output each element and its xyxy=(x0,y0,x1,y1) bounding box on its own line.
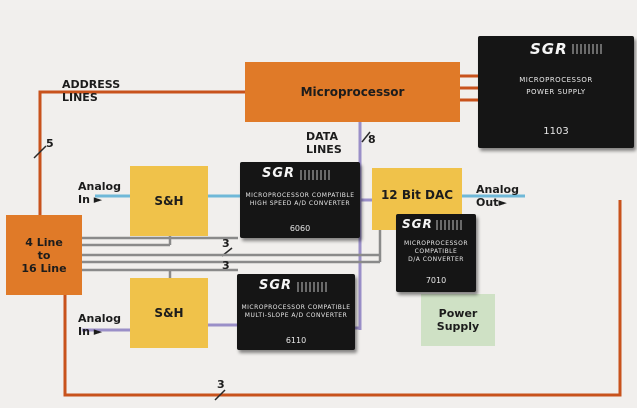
module-description: MICROPROCESSOR COMPATIBLE HIGH SPEED A/D… xyxy=(245,192,355,207)
bus-count-3-bottom: 3 xyxy=(217,378,225,391)
sgr-logo: SGR xyxy=(530,40,568,58)
sample-hold-block-2: S&H xyxy=(130,278,208,348)
power-supply-module-1103: SGR MICROPROCESSOR POWER SUPPLY 1103 xyxy=(478,36,634,148)
adc-module-6110: SGR MICROPROCESSOR COMPATIBLE MULTI-SLOP… xyxy=(237,274,355,350)
logo-bars xyxy=(297,282,327,292)
bus-tick-3-bottom xyxy=(214,389,226,401)
module-description: MICROPROCESSOR COMPATIBLE D/A CONVERTER xyxy=(403,240,469,263)
bus-count-5: 5 xyxy=(46,137,54,150)
module-code: 1103 xyxy=(543,126,569,137)
module-description: MICROPROCESSOR POWER SUPPLY xyxy=(519,76,593,96)
power-supply-label: Power Supply xyxy=(436,307,480,333)
sgr-logo: SGR xyxy=(259,278,293,293)
module-code: 6060 xyxy=(289,224,311,233)
sample-hold-label-1: S&H xyxy=(154,194,184,208)
sample-hold-label-2: S&H xyxy=(154,306,184,320)
bus-tick-8 xyxy=(361,131,371,143)
microprocessor-block: Microprocessor xyxy=(245,62,460,122)
bus-count-8: 8 xyxy=(368,133,376,146)
bus-count-3-mid: 3 xyxy=(222,259,230,272)
address-bus-bottom-line xyxy=(63,200,622,397)
logo-bars xyxy=(300,170,330,180)
dac-label: 12 Bit DAC xyxy=(380,188,454,202)
address-bus-line xyxy=(38,90,245,215)
address-lines-label: ADDRESS LINES xyxy=(62,78,121,104)
sgr-logo: SGR xyxy=(402,217,433,231)
logo-bars xyxy=(572,44,602,54)
data-lines-label: DATA LINES xyxy=(306,130,342,156)
module-code: 6110 xyxy=(285,336,307,345)
dac-module-7010: SGR MICROPROCESSOR COMPATIBLE D/A CONVER… xyxy=(396,214,476,292)
decoder-block: 4 Line to 16 Line xyxy=(6,215,82,295)
analog-in-label-1: Analog In ► xyxy=(78,180,121,206)
module-description: MICROPROCESSOR COMPATIBLE MULTI-SLOPE A/… xyxy=(241,304,351,319)
bus-tick-5 xyxy=(33,145,47,159)
bus-count-3-top: 3 xyxy=(222,237,230,250)
microprocessor-label: Microprocessor xyxy=(300,85,405,99)
logo-bars xyxy=(436,220,462,230)
decoder-label: 4 Line to 16 Line xyxy=(21,235,67,275)
adc-module-6060: SGR MICROPROCESSOR COMPATIBLE HIGH SPEED… xyxy=(240,162,360,238)
power-supply-block: Power Supply xyxy=(421,294,495,346)
analog-out-label: Analog Out► xyxy=(476,183,519,209)
module-code: 7010 xyxy=(425,276,447,285)
sgr-logo: SGR xyxy=(262,166,296,181)
analog-in-label-2: Analog In ► xyxy=(78,312,121,338)
sample-hold-block-1: S&H xyxy=(130,166,208,236)
